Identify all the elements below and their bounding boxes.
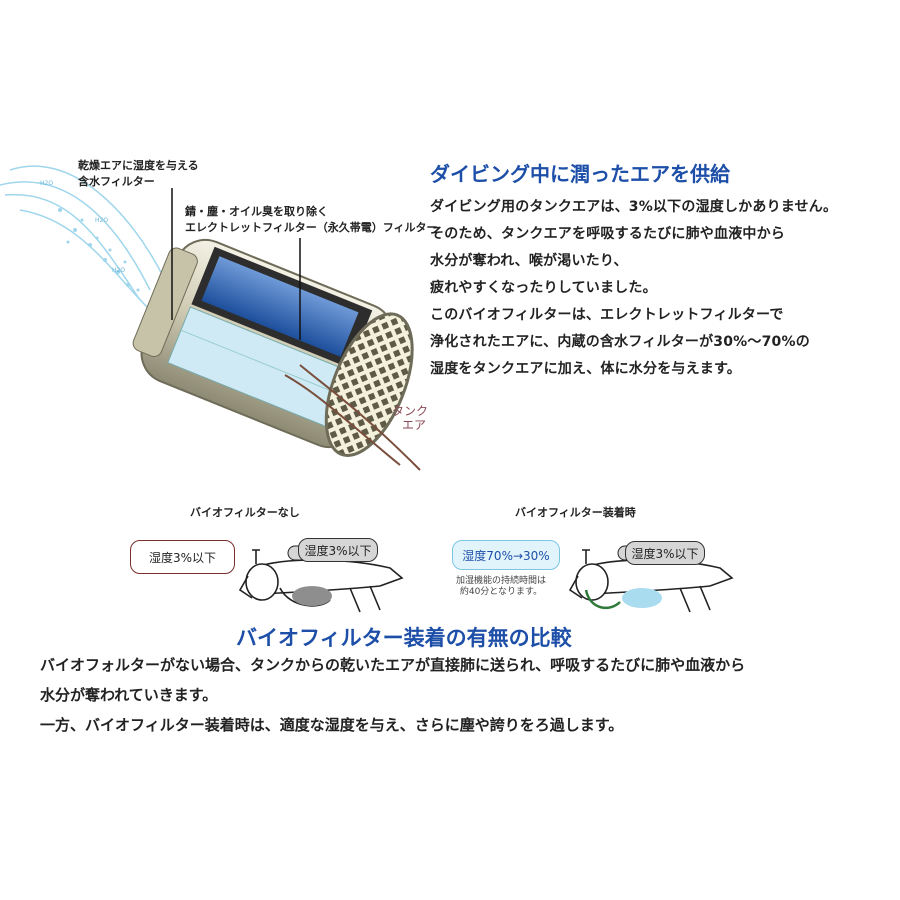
callout-water-filter: 乾燥エアに湿度を与える 含水フィルター [78,158,199,190]
electret-filter-element [201,256,359,357]
callout-water-filter-line-2: 含水フィルター [78,175,155,188]
vapor-label-3: H2O [112,267,125,274]
callout-water-filter-line-1: 乾燥エアに湿度を与える [78,159,199,172]
moist-air-path [584,589,621,610]
section1-line-1: ダイビング用のタンクエアは、3%以下の湿度しかありません。 [430,199,838,215]
right-lung-humidity-bubble: 湿度70%→30% [452,540,560,570]
filter-cartridge-illustration: H2O H2O H2O [0,165,421,471]
section1-line-7: 湿度をタンクエアに加え、体に水分を与えます。 [430,361,741,377]
note-line-2: 約40分となります。 [459,587,543,597]
left-panel-title: バイオフィルターなし [190,506,300,519]
cartridge-body [132,238,414,457]
right-tank-humidity-bubble: 湿度3%以下 [625,541,705,565]
humidification-duration-note: 加湿機能の持続時間は 約40分となります。 [456,576,546,598]
water-vapor-stream [0,165,166,311]
section1-line-4: 疲れやすくなったりしていました。 [430,280,657,296]
section1-body: ダイビング用のタンクエアは、3%以下の湿度しかありません。 そのため、タンクエア… [430,194,837,383]
section1-line-5: このバイオフィルターは、エレクトレットフィルターで [430,307,784,323]
lung-shape-dry [292,586,332,606]
tank-air-label: タンク エア [392,404,428,432]
section2-line-3: 一方、バイオフィルター装着時は、適度な湿度を与え、さらに塵や誇りをろ過します。 [40,716,624,734]
right-panel-title: バイオフィルター装着時 [515,506,636,519]
callout-electret-filter-line-2: エレクトレットフィルター（永久帯電）フィルター [185,221,438,234]
callout-electret-filter: 錆・塵・オイル臭を取り除く エレクトレットフィルター（永久帯電）フィルター [185,204,438,236]
tank-air-flow [284,364,421,471]
tank-air-label-line-2: エア [402,418,427,432]
vapor-label-2: H2O [95,217,108,224]
tank-air-label-line-1: タンク [392,404,429,418]
section2-body: バイオフォルターがない場合、タンクからの乾いたエアが直接肺に送られ、呼吸するたび… [40,650,745,740]
section1-line-3: 水分が奪われ、喉が渇いたり、 [430,253,628,269]
vapor-label: H2O [40,180,53,187]
section2-title: バイオフィルター装着の有無の比較 [236,626,572,650]
section1-title: ダイビング中に潤ったエアを供給 [430,162,730,186]
section1-line-6: 浄化されたエアに、内蔵の含水フィルターが30%～70%の [430,334,810,350]
left-lung-humidity-bubble: 湿度3%以下 [130,540,235,574]
callout-electret-filter-line-1: 錆・塵・オイル臭を取り除く [185,205,328,218]
lung-shape-moist [622,588,662,608]
note-line-1: 加湿機能の持続時間は [456,576,547,586]
vapor-droplets [58,208,140,292]
section1-line-2: そのため、タンクエアを呼吸するたびに肺や血液中から [430,226,785,242]
section2-line-2: 水分が奪われていきます。 [40,686,218,704]
left-tank-humidity-bubble: 湿度3%以下 [298,538,378,562]
section2-line-1: バイオフォルターがない場合、タンクからの乾いたエアが直接肺に送られ、呼吸するたび… [40,656,746,674]
